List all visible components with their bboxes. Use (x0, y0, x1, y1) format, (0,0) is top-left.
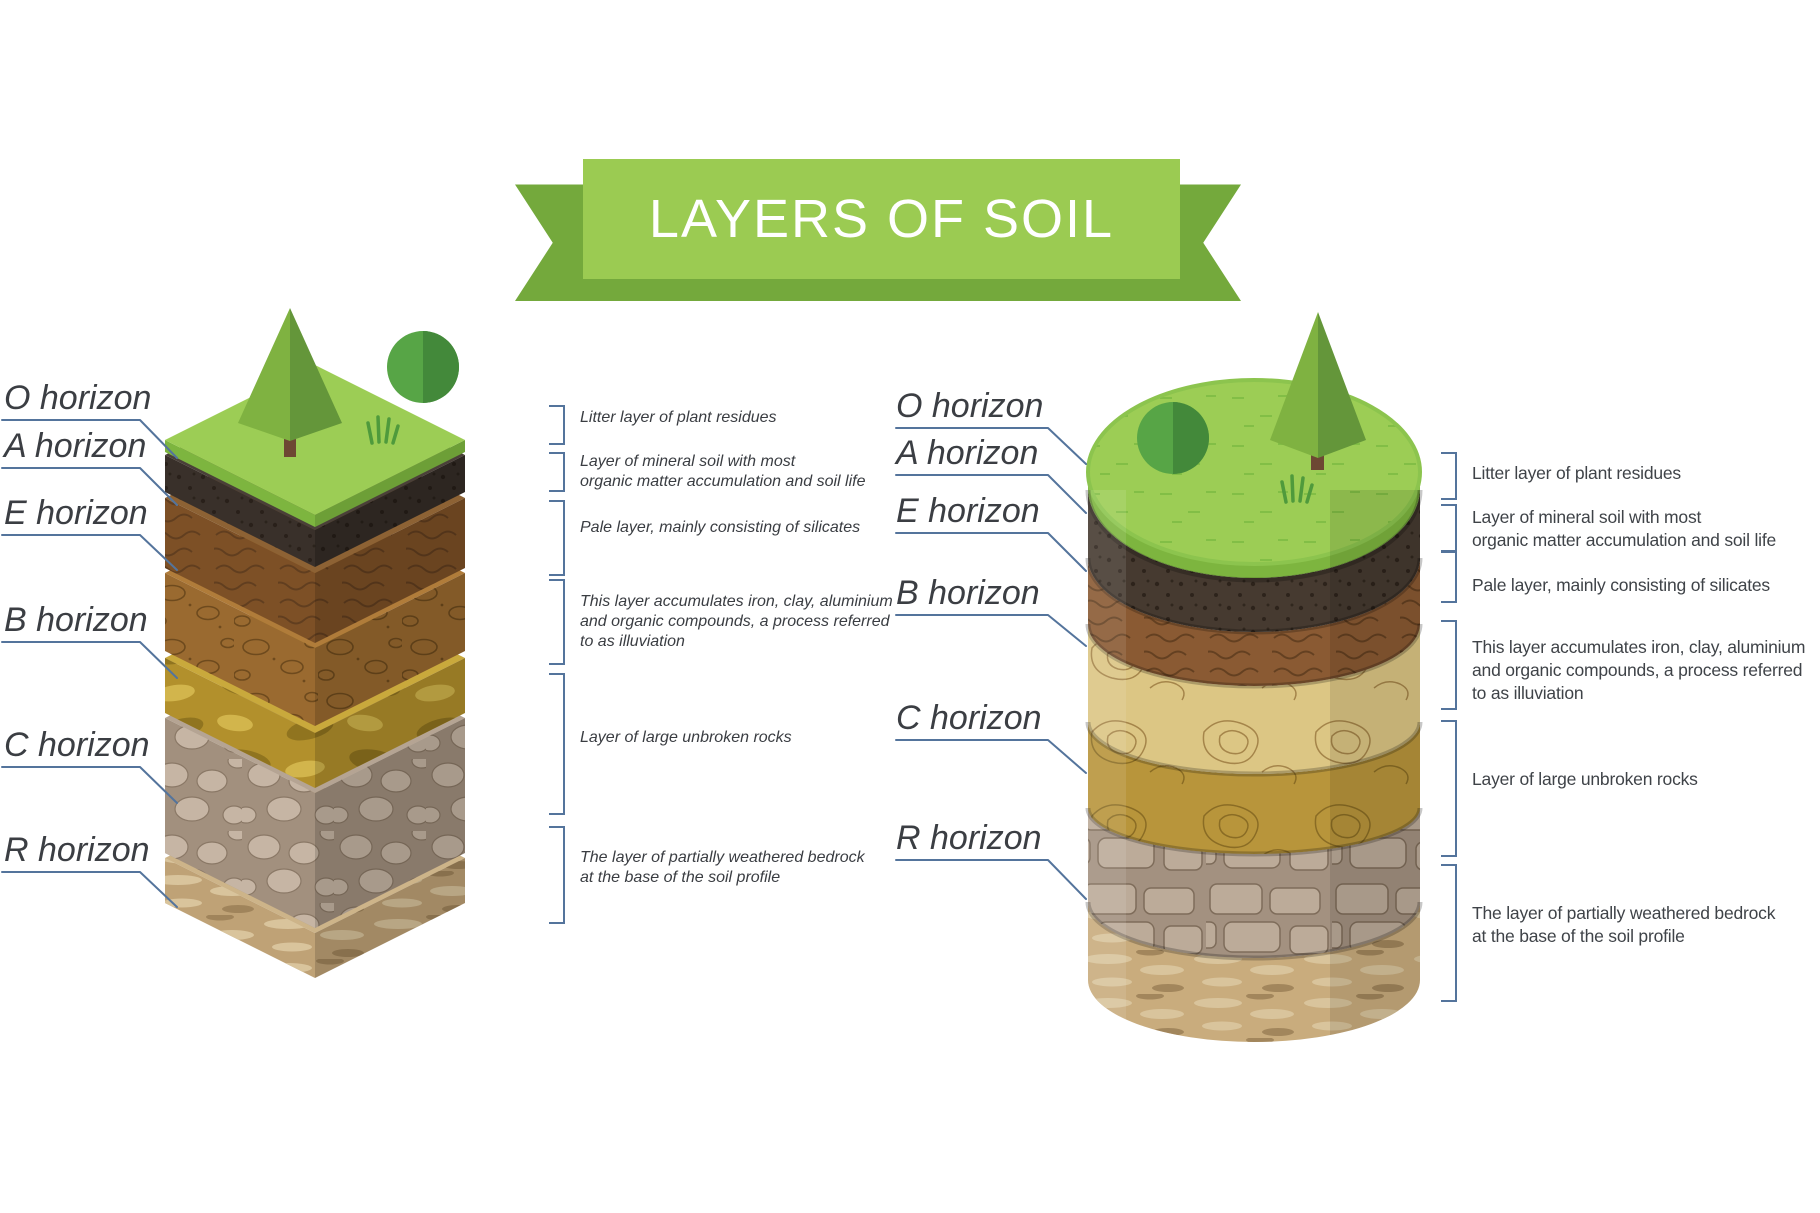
label-a-horizon-right: A horizon (896, 434, 1039, 472)
desc-e-left: Pale layer, mainly consisting of silicat… (580, 519, 861, 536)
label-a-horizon-left: A horizon (4, 427, 147, 465)
tree-icon (1270, 312, 1366, 470)
grass-tuft-icon (366, 415, 400, 445)
bush-icon (387, 331, 459, 403)
cylinder-shading (1088, 490, 1420, 1042)
block-grass-surface (165, 365, 465, 527)
cylinder-layer-b-illuviation (1088, 722, 1420, 854)
title-ribbon: LAYERS OF SOIL (515, 159, 1241, 301)
bracket-c-left (549, 673, 565, 815)
label-o-horizon-left: O horizon (4, 379, 152, 417)
desc-e-right: Pale layer, mainly consisting of silicat… (1472, 575, 1770, 595)
desc-o-left: Litter layer of plant residues (580, 409, 777, 426)
cylinder-layer-c-rocks (1088, 808, 1420, 958)
bracket-b-left (549, 579, 565, 665)
bracket-a-left (549, 452, 565, 492)
bush-icon (1137, 402, 1209, 474)
label-b-horizon-right: B horizon (896, 574, 1040, 612)
label-e-horizon-right: E horizon (896, 492, 1040, 530)
bracket-e-right (1441, 551, 1457, 603)
soil-cylinder-illustration (1085, 312, 1423, 1042)
desc-b-right: This layer accumulates iron, clay, alumi… (1472, 637, 1806, 703)
bracket-b-right (1441, 620, 1457, 710)
ribbon-banner: LAYERS OF SOIL (583, 159, 1180, 279)
layer-boundary-shadows (1085, 489, 1423, 961)
desc-r-right: The layer of partially weathered bedrock… (1472, 903, 1776, 946)
label-b-horizon-left: B horizon (4, 601, 148, 639)
tree-icon (238, 308, 342, 457)
label-c-horizon-right: C horizon (896, 699, 1042, 737)
desc-a-left: Layer of mineral soil with most organic … (580, 453, 866, 490)
label-e-horizon-left: E horizon (4, 494, 148, 532)
soil-block-illustration (165, 308, 465, 978)
desc-a-right: Layer of mineral soil with most organic … (1472, 507, 1777, 550)
label-r-horizon-right: R horizon (896, 819, 1042, 857)
bracket-r-left (549, 826, 565, 924)
page-title: LAYERS OF SOIL (648, 189, 1115, 249)
bracket-o-left (549, 405, 565, 445)
bracket-a-right (1441, 504, 1457, 552)
label-r-horizon-left: R horizon (4, 831, 150, 869)
desc-c-left: Layer of large unbroken rocks (580, 729, 792, 746)
desc-b-left: This layer accumulates iron, clay, alumi… (580, 593, 893, 650)
label-o-horizon-right: O horizon (896, 387, 1044, 425)
bracket-e-left (549, 500, 565, 576)
cylinder-layer-o-litter (1088, 488, 1420, 632)
bracket-c-right (1441, 720, 1457, 857)
bracket-o-right (1441, 452, 1457, 500)
desc-c-right: Layer of large unbroken rocks (1472, 769, 1698, 789)
cylinder-layer-a-mineral (1088, 558, 1420, 686)
grass-tuft-icon (1280, 474, 1314, 504)
cylinder-layer-r-bedrock (1088, 902, 1420, 1042)
desc-r-left: The layer of partially weathered bedrock… (580, 849, 865, 886)
bracket-r-right (1441, 864, 1457, 1002)
cylinder-layer-e-silicates (1088, 624, 1420, 774)
label-c-horizon-left: C horizon (4, 726, 150, 764)
desc-o-right: Litter layer of plant residues (1472, 463, 1681, 483)
